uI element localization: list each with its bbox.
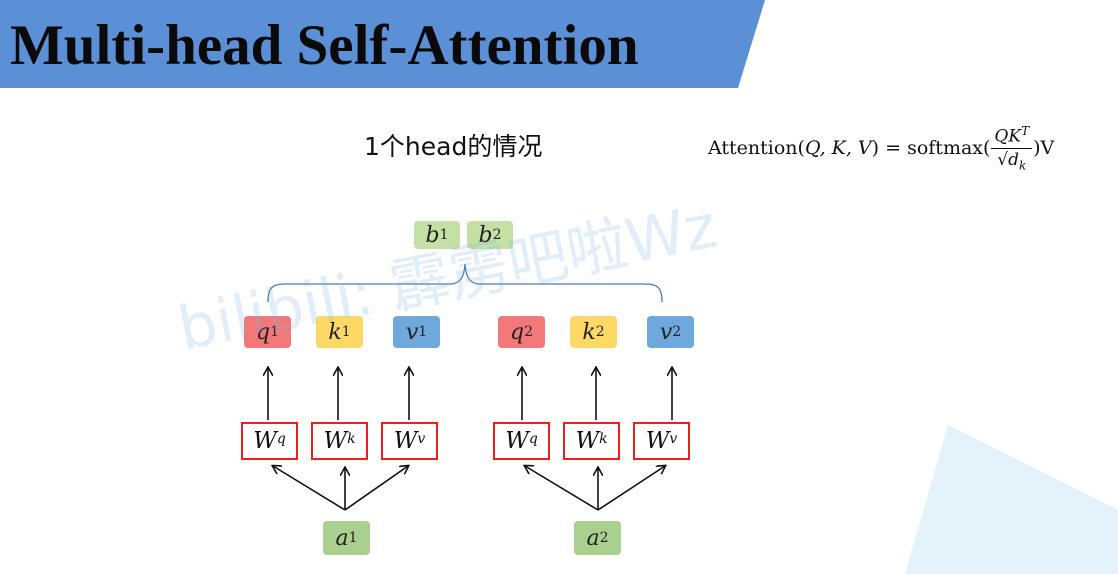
formula-args: Q, K, V <box>804 137 872 160</box>
title-banner <box>0 0 765 88</box>
formula-eq: ) = softmax( <box>871 137 991 160</box>
formula-denominator: √dk <box>997 149 1027 173</box>
slide-title: Multi-head Self-Attention <box>10 14 639 77</box>
formula-tail: )V <box>1033 137 1055 160</box>
grouping-brace <box>267 263 663 303</box>
attention-formula: Attention(Q, K, V) = softmax( QKT √dk )V <box>708 124 1054 172</box>
formula-fraction: QKT √dk <box>991 124 1033 173</box>
formula-numerator: QKT <box>991 124 1033 149</box>
formula-lhs: Attention( <box>708 137 805 160</box>
subtitle: 1个head的情况 <box>364 132 543 161</box>
